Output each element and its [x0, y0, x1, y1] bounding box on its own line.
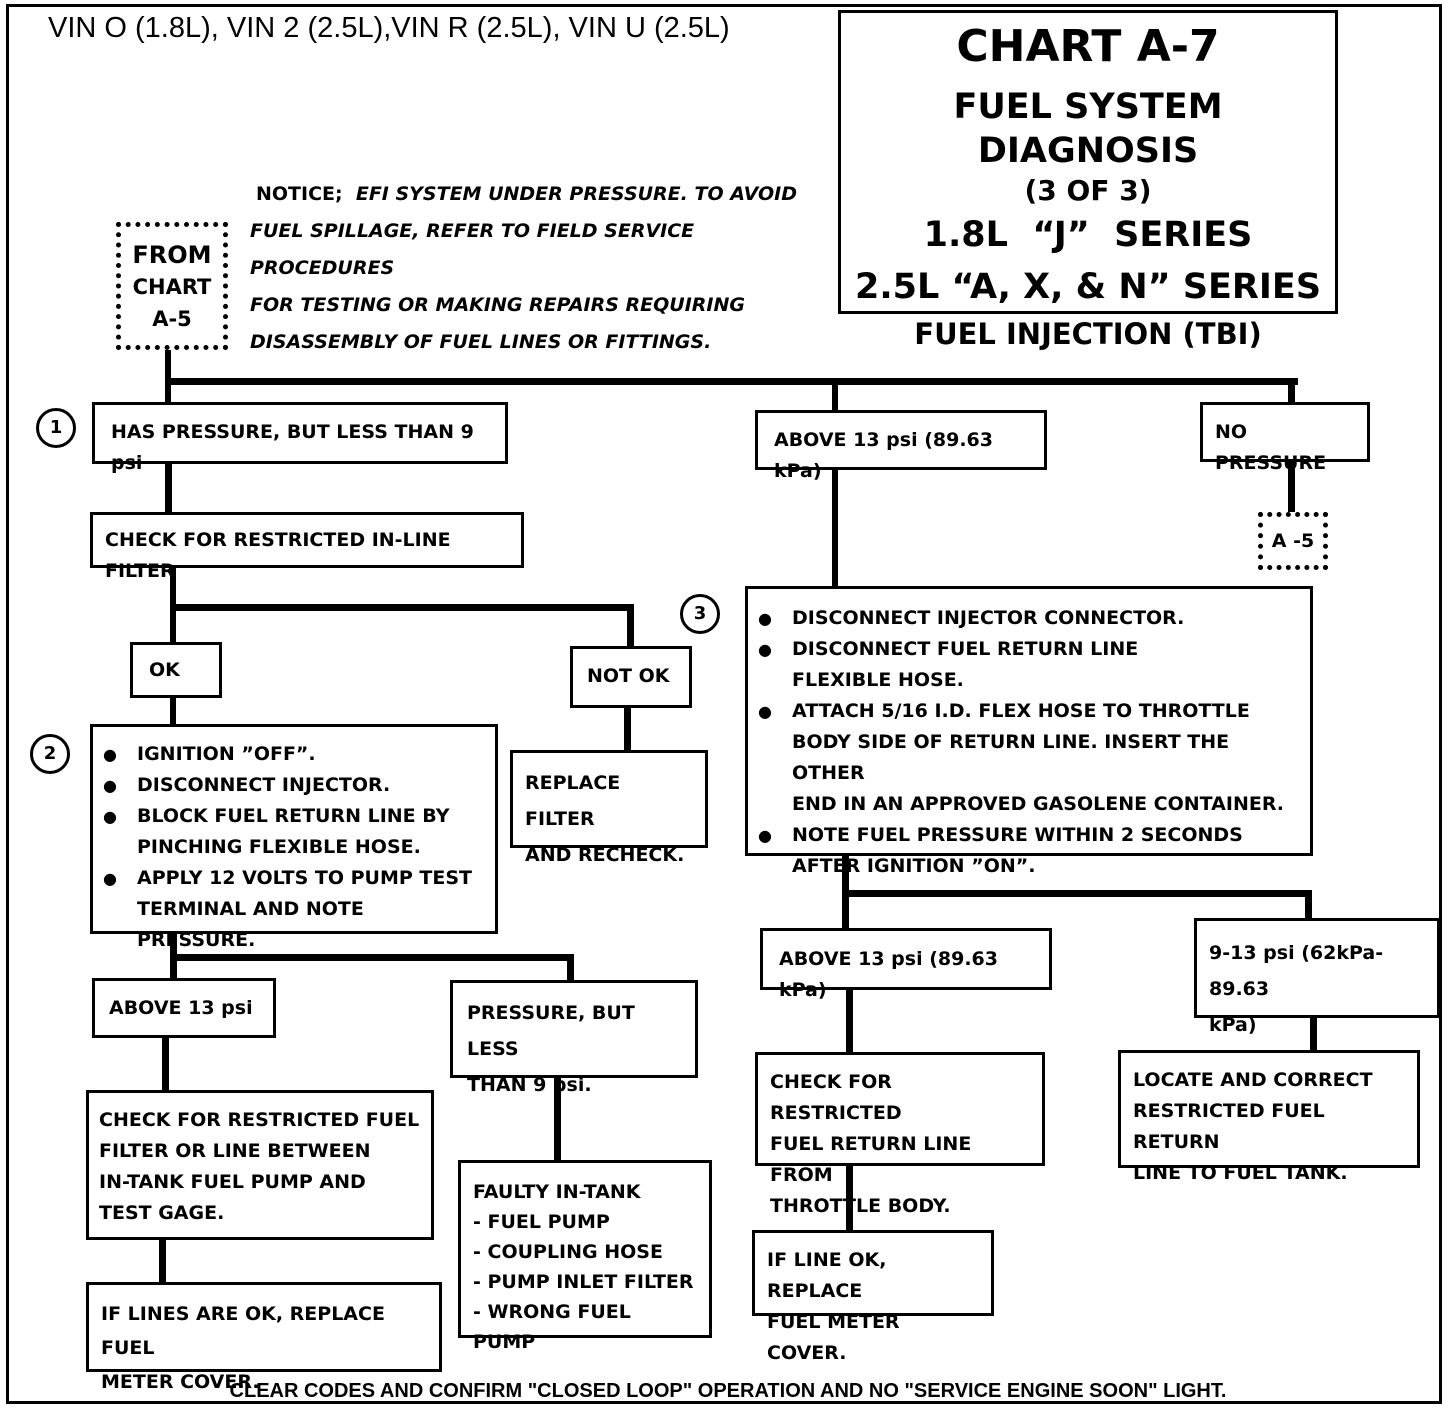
check-return-line-2: FUEL RETURN LINE FROM — [770, 1133, 972, 1186]
connector — [1310, 1014, 1317, 1052]
chart-part: (3 OF 3) — [1024, 174, 1152, 207]
step-2-bullet: IGNITION ”OFF”. — [103, 739, 485, 770]
step-2-bullet: DISCONNECT INJECTOR. — [103, 770, 485, 801]
step-3-marker: 3 — [680, 594, 720, 634]
connector — [846, 1162, 853, 1232]
chart-number: CHART A-7 — [956, 21, 1220, 72]
node-no-pressure[interactable]: NO PRESSURE — [1200, 402, 1370, 474]
check-return-line-3: THROTTLE BODY. — [770, 1195, 951, 1217]
locate-line-1: LOCATE AND CORRECT — [1133, 1069, 1373, 1091]
notice-line-2: FUEL SPILLAGE, REFER TO FIELD SERVICE PR… — [250, 220, 695, 279]
connector — [846, 988, 853, 1054]
node-check-inline-filter[interactable]: CHECK FOR RESTRICTED IN-LINE FILTER — [90, 512, 524, 582]
notice-text: NOTICE; EFI SYSTEM UNDER PRESSURE. TO AV… — [250, 176, 830, 361]
node-locate-correct[interactable]: LOCATE AND CORRECT RESTRICTED FUEL RETUR… — [1118, 1050, 1420, 1184]
node-go-to-a5[interactable]: A -5 — [1258, 512, 1328, 570]
locate-line-3: LINE TO FUEL TANK. — [1133, 1162, 1348, 1184]
node-lines-ok-replace-cover[interactable]: IF LINES ARE OK, REPLACE FUEL METER COVE… — [86, 1282, 442, 1393]
node-has-pressure[interactable]: HAS PRESSURE, BUT LESS THAN 9 psi — [92, 402, 508, 474]
range-line-1: 9-13 psi (62kPa-89.63 — [1209, 942, 1384, 1000]
faulty-line-3: - COUPLING HOSE — [473, 1241, 663, 1263]
node-above-13-psi-right[interactable]: ABOVE 13 psi (89.63 kPa) — [760, 928, 1052, 1001]
node-step-2-instructions[interactable]: IGNITION ”OFF”. DISCONNECT INJECTOR. BLO… — [90, 724, 498, 951]
connector — [165, 378, 1298, 385]
notice-lead: NOTICE; — [256, 183, 343, 205]
node-above-13-psi-top[interactable]: ABOVE 13 psi (89.63 kPa) — [755, 410, 1047, 482]
from-chart-label: CHART — [132, 275, 212, 299]
notice-line-4: DISASSEMBLY OF FUEL LINES OR FITTINGS. — [250, 331, 712, 353]
chart-name: FUEL SYSTEM DIAGNOSIS — [953, 87, 1223, 171]
replace-filter-line-2: AND RECHECK. — [525, 844, 685, 866]
connector — [627, 604, 634, 648]
node-check-fuel-filter-line[interactable]: CHECK FOR RESTRICTED FUEL FILTER OR LINE… — [86, 1090, 434, 1240]
node-replace-filter[interactable]: REPLACE FILTER AND RECHECK. — [510, 750, 708, 866]
node-ok[interactable]: OK — [130, 642, 222, 698]
range-line-2: kPa) — [1209, 1014, 1257, 1036]
check-return-line-1: CHECK FOR RESTRICTED — [770, 1071, 902, 1124]
connector — [170, 954, 574, 961]
node-above-13-psi-left[interactable]: ABOVE 13 psi — [92, 978, 276, 1038]
step-1-marker: 1 — [36, 408, 76, 448]
node-check-return-line[interactable]: CHECK FOR RESTRICTED FUEL RETURN LINE FR… — [755, 1052, 1045, 1217]
connector — [1288, 460, 1295, 514]
line-ok-line-2: FUEL METER COVER. — [767, 1311, 900, 1364]
connector — [170, 604, 634, 611]
node-9-to-13-psi[interactable]: 9-13 psi (62kPa-89.63 kPa) — [1194, 918, 1440, 1036]
faulty-line-5: - WRONG FUEL PUMP — [473, 1301, 631, 1353]
injection-type: FUEL INJECTION (TBI) — [914, 317, 1262, 351]
node-faulty-in-tank[interactable]: FAULTY IN-TANK - FUEL PUMP - COUPLING HO… — [458, 1160, 712, 1353]
from-chart-number: A-5 — [152, 307, 192, 331]
from-chart-a5[interactable]: FROM CHART A-5 — [116, 222, 228, 350]
connector — [170, 696, 176, 726]
page-border — [6, 4, 1442, 1404]
check-fuel-filter-line-1: CHECK FOR RESTRICTED FUEL — [99, 1109, 420, 1131]
connector — [1288, 378, 1295, 404]
node-line-ok-replace-cover[interactable]: IF LINE OK, REPLACE FUEL METER COVER. — [752, 1230, 994, 1364]
connector — [567, 954, 574, 984]
pressure-less-line-1: PRESSURE, BUT LESS — [467, 1002, 635, 1060]
lines-ok-line-2: METER COVER. — [101, 1371, 260, 1393]
chart-title-box: CHART A-7 FUEL SYSTEM DIAGNOSIS (3 OF 3)… — [838, 10, 1338, 351]
replace-filter-line-1: REPLACE FILTER — [525, 772, 621, 830]
connector — [624, 706, 631, 752]
notice-line-1: EFI SYSTEM UNDER PRESSURE. TO AVOID — [355, 183, 797, 205]
connector — [1305, 890, 1312, 920]
check-fuel-filter-line-4: TEST GAGE. — [99, 1202, 225, 1224]
series-1: 1.8L “J” SERIES — [923, 215, 1253, 255]
connector — [832, 378, 838, 412]
connector — [842, 890, 1312, 897]
step-3-bullet: ATTACH 5/16 I.D. FLEX HOSE TO THROTTLEBO… — [758, 696, 1300, 820]
series-2: 2.5L “A, X, & N” SERIES — [854, 267, 1322, 307]
faulty-line-2: - FUEL PUMP — [473, 1211, 610, 1233]
connector — [165, 462, 172, 514]
connector — [162, 1036, 169, 1092]
faulty-line-4: - PUMP INLET FILTER — [473, 1271, 694, 1293]
node-pressure-less-than-9[interactable]: PRESSURE, BUT LESS THAN 9 psi. — [450, 980, 698, 1096]
locate-line-2: RESTRICTED FUEL RETURN — [1133, 1100, 1325, 1153]
lines-ok-line-1: IF LINES ARE OK, REPLACE FUEL — [101, 1303, 385, 1359]
node-not-ok[interactable]: NOT OK — [570, 646, 692, 708]
line-ok-line-1: IF LINE OK, REPLACE — [767, 1249, 887, 1302]
notice-line-3: FOR TESTING OR MAKING REPAIRS REQUIRING — [250, 294, 746, 316]
step-3-bullet: NOTE FUEL PRESSURE WITHIN 2 SECONDSAFTER… — [758, 820, 1300, 882]
footer-instruction: CLEAR CODES AND CONFIRM "CLOSED LOOP" OP… — [229, 1380, 1227, 1402]
check-fuel-filter-line-2: FILTER OR LINE BETWEEN — [99, 1140, 371, 1162]
connector — [832, 468, 838, 588]
step-2-marker: 2 — [30, 734, 70, 774]
node-step-3-instructions[interactable]: DISCONNECT INJECTOR CONNECTOR. DISCONNEC… — [745, 586, 1313, 877]
from-label: FROM — [132, 241, 212, 269]
faulty-line-1: FAULTY IN-TANK — [473, 1181, 641, 1203]
pressure-less-line-2: THAN 9 psi. — [467, 1074, 592, 1096]
check-fuel-filter-line-3: IN-TANK FUEL PUMP AND — [99, 1171, 366, 1193]
step-3-bullet: DISCONNECT INJECTOR CONNECTOR. — [758, 603, 1300, 634]
connector — [554, 1076, 561, 1162]
vin-header: VIN O (1.8L), VIN 2 (2.5L),VIN R (2.5L),… — [48, 12, 730, 44]
connector — [159, 1238, 166, 1284]
